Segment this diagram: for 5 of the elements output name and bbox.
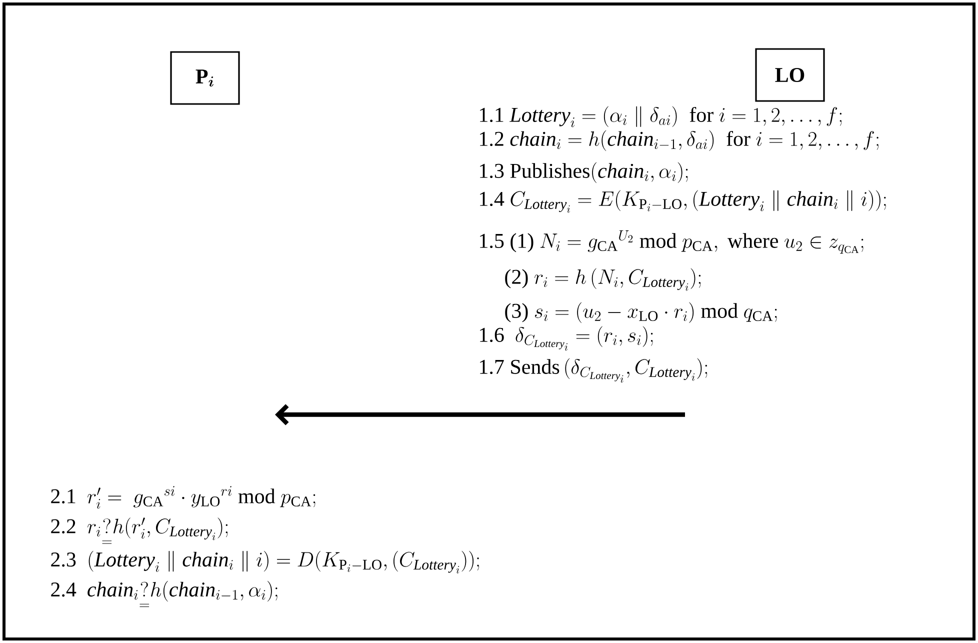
step-list: $\text{2.1 }\ r_i'=\ g_{\mathrm{CA}}{}^{si}\cdot y_{\mathrm{LO}}{}^{ri}\ \mathrm{mod}\ p_{\mathrm{CA}};$ $\text{2.2 }\ r_i\underset{=}{?}h(r_i',C_{\mathit{Lottery}_i});$ $\text{2.3 }\ (\mathit{Lottery}_i\parallel\mathit{chain}_i\parallel i)=D(K_{\mathrm{P}_i-\mathrm{LO}},(C_{\mathit{Lottery}_i}));$ $\text{2.4 }\ \mathit{chain}_i\underset{=}{?}h(\mathit{chain}_{i-1},\alpha_i);$ [51, 486, 479, 608]
arrow [275, 404, 685, 426]
party-box: $\mathbf{P}_{\boldsymbol{i}}$ [170, 51, 240, 105]
party-box: LO [755, 48, 825, 102]
step-list: $\text{1.1 }\mathit{Lottery}_i=(\alpha_i\parallel\delta_{ai})\ \text{ for }i=1,2,\ldots,f;$ $\text{1.2 }\mathit{chain}_i=h(\mathit{chain}_{i-1},\delta_{ai})\ \text{ for }i=1,2,\ldots,f;$ $\text{1.3 Publishes}(\mathit{chain}_i,\alpha_i);$ $\text{1.4 }C_{\mathit{Lottery}_i}=E(K_{\mathrm{P}_i-\mathrm{LO}},(\mathit{Lottery}_i\parallel\mathit{chain}_i\parallel i));$ $\text{1.5 (1) }N_i=g_{\mathrm{CA}}{}^{U_2}\ \mathrm{mod}\ p_{\mathrm{CA}},\text{ where }u_2\in z_{q_{\mathrm{CA}}};$ $\text{(2) }r_i=h\,(N_i,C_{\mathit{Lottery}_i});$ $\text{(3) }s_i=(u_2-x_{\mathrm{LO}}\cdot r_i)\ \mathrm{mod}\ q_{\mathrm{CA}};$ $\text{1.6 }\ \delta_{C_{\mathit{Lottery}_i}}=(r_i,s_i);$ $\text{1.7 Sends}\,(\delta_{C_{\mathit{Lottery}_i}},C_{\mathit{Lottery}_i});$ [480, 106, 886, 383]
